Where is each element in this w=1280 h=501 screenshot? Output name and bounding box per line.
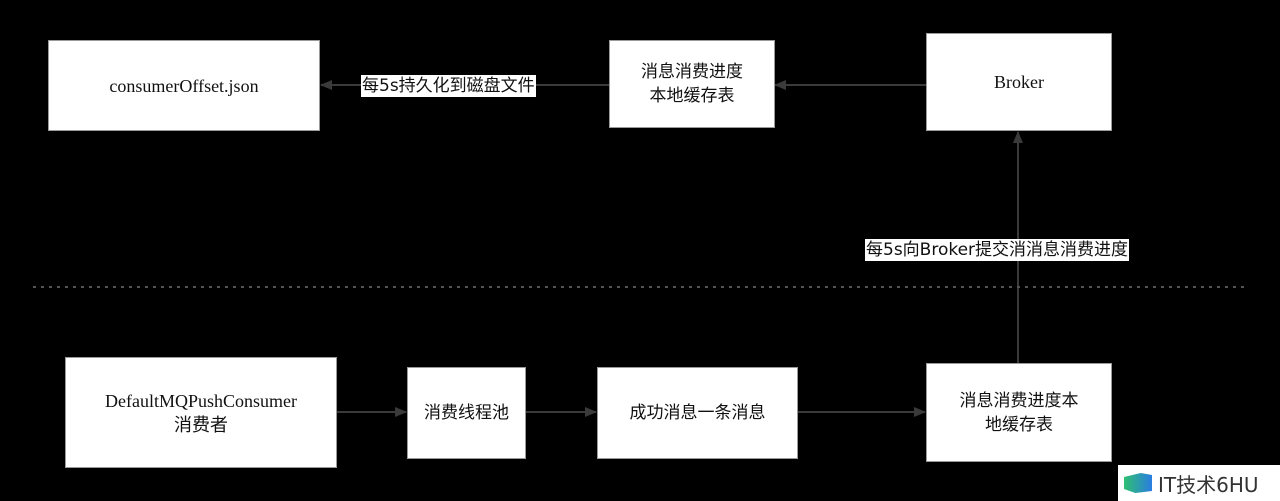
thread-pool-node: 消费线程池 [407, 367, 526, 459]
node-label: 消息消费进度本 地缓存表 [959, 390, 1079, 435]
broker-node: Broker [926, 33, 1112, 131]
persist-label: 每5s持久化到磁盘文件 [361, 75, 536, 97]
node-label: 消费线程池 [424, 403, 509, 423]
node-label: consumerOffset.json [109, 75, 259, 96]
node-label: Broker [994, 72, 1044, 92]
watermark-text: IT技术6HU [1158, 472, 1259, 497]
offset-file-node: consumerOffset.json [48, 40, 320, 131]
watermark: IT技术6HU [1118, 465, 1280, 501]
consumer-node: DefaultMQPushConsumer 消费者 [65, 357, 337, 468]
consume-success-node: 成功消息一条消息 [597, 367, 798, 459]
watermark-logo-icon [1124, 473, 1152, 493]
local-cache-bottom-node: 消息消费进度本 地缓存表 [926, 363, 1112, 462]
node-label: 成功消息一条消息 [629, 403, 766, 423]
node-label: 消息消费进度 本地缓存表 [641, 62, 743, 106]
commit-label: 每5s向Broker提交消消息消费进度 [865, 239, 1130, 261]
local-cache-top-node: 消息消费进度 本地缓存表 [609, 40, 775, 128]
node-label: DefaultMQPushConsumer 消费者 [105, 390, 297, 435]
